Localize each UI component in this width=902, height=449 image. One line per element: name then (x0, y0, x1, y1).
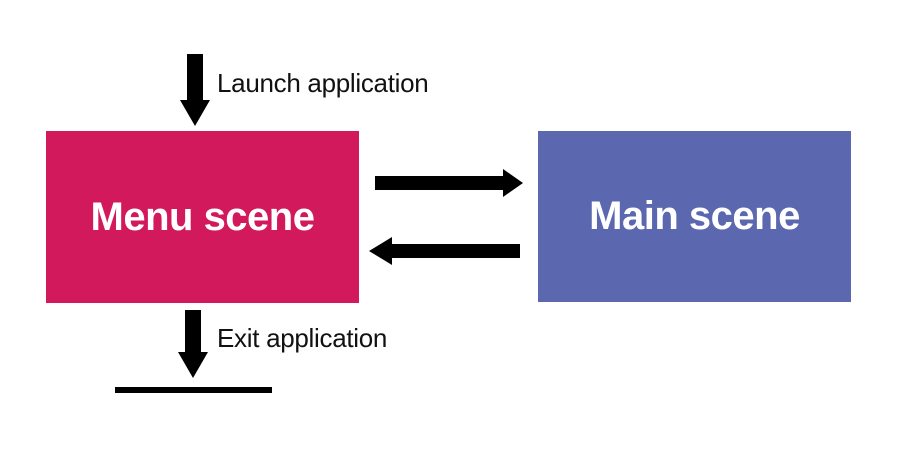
termination-line (115, 387, 272, 393)
menu-scene-node: Menu scene (46, 131, 359, 303)
arrow-shape (178, 310, 208, 378)
arrow-shape (375, 169, 523, 197)
launch-arrow-down-icon (180, 54, 210, 126)
arrow-shape (180, 54, 210, 126)
launch-application-label: Launch application (217, 68, 429, 98)
menu-scene-label: Menu scene (90, 194, 315, 239)
main-to-menu-arrow-left-icon (369, 237, 520, 265)
arrow-shape (369, 237, 520, 265)
exit-application-label: Exit application (217, 323, 388, 353)
exit-arrow-down-icon (178, 310, 208, 378)
menu-to-main-arrow-right-icon (375, 169, 523, 197)
main-scene-label: Main scene (589, 194, 800, 238)
main-scene-node: Main scene (538, 131, 851, 302)
